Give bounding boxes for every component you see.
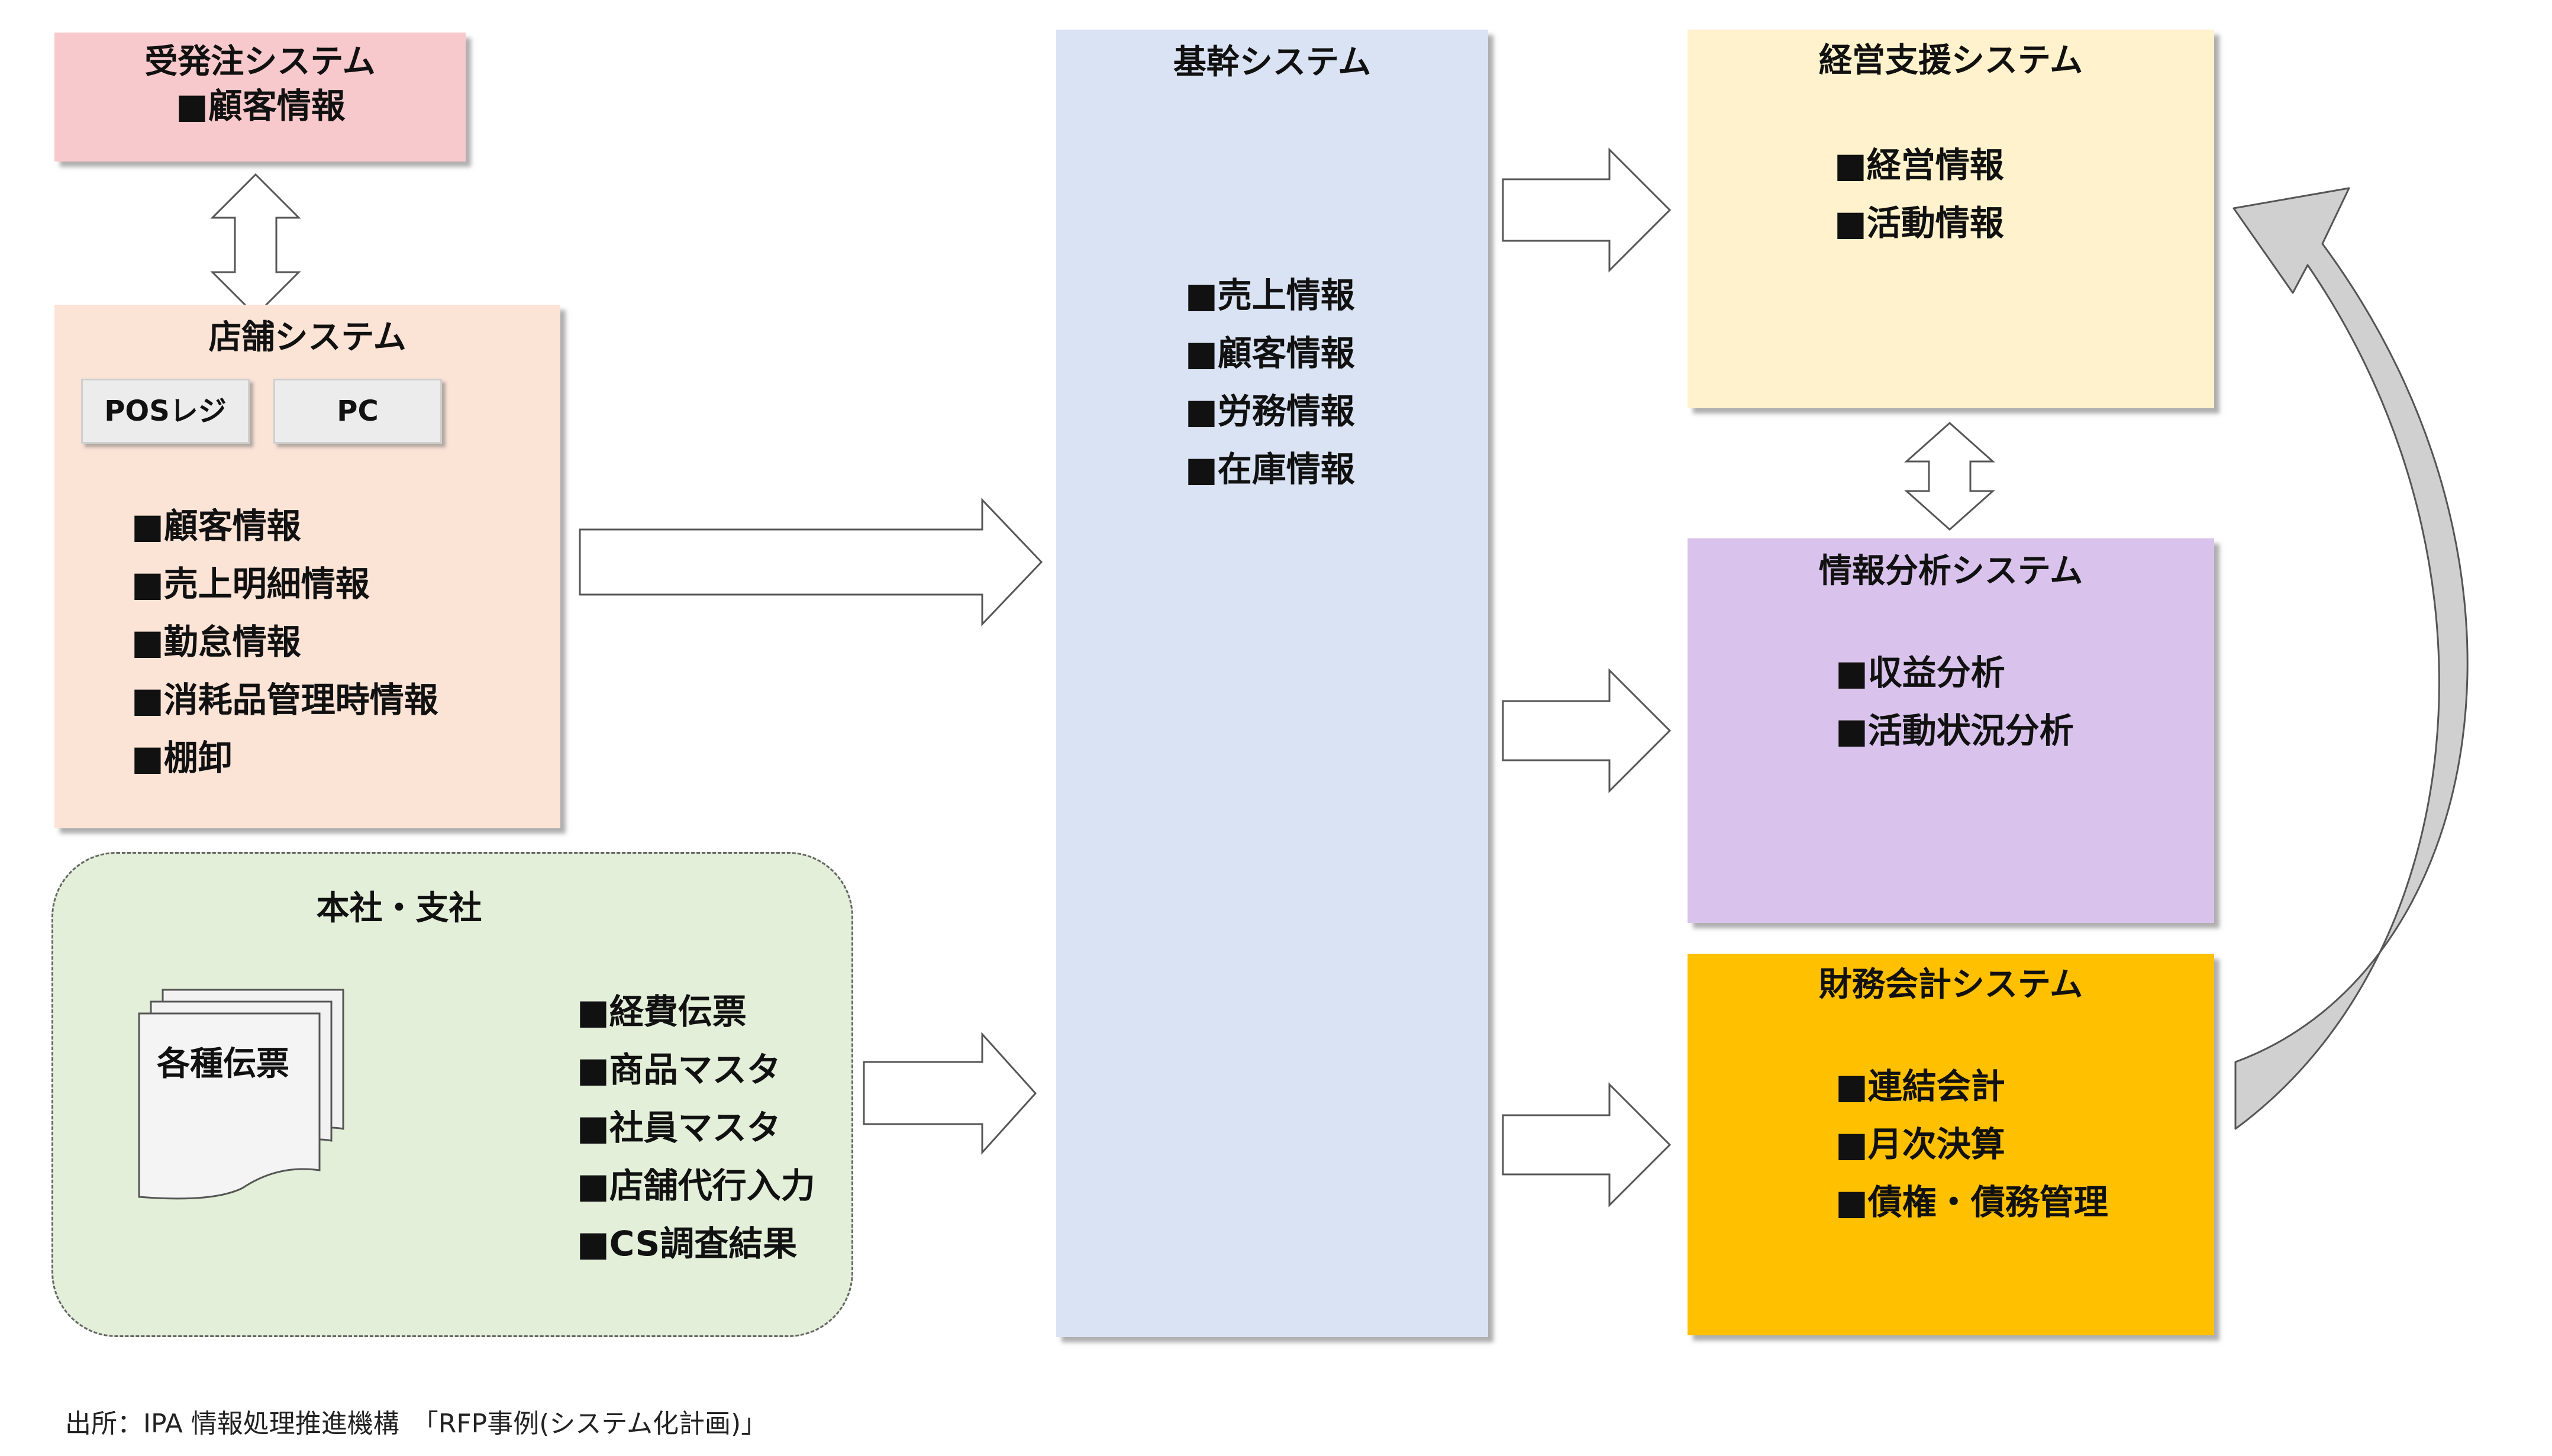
list-item: ■消耗品管理時情報 [131,680,438,720]
list-item: ■労務情報 [1185,391,1355,431]
list-item: ■債権・債務管理 [1835,1182,2108,1222]
double-arrow-juhacchu-tenpo [210,173,301,317]
zaimu-items: ■連結会計 ■月次決算 ■債権・債務管理 [1835,1057,2108,1231]
honsha-title: 本社・支社 [316,889,482,928]
kikan-system-box: 基幹システム ■売上情報 ■顧客情報 ■労務情報 ■在庫情報 [1056,30,1488,1337]
list-item: ■顧客情報 [176,86,346,126]
honsha-box: 本社・支社 各種伝票 ■経費伝票 ■商品マスタ ■社員マスタ ■店舗代行入力 ■… [51,852,853,1337]
list-item: ■経費伝票 [577,992,747,1032]
pc-box: PC [273,379,442,444]
bunseki-items: ■収益分析 ■活動状況分析 [1835,644,2074,760]
document-stack-icon [138,989,344,1200]
honsha-items: ■経費伝票 ■商品マスタ ■社員マスタ ■店舗代行入力 ■CS調査結果 [577,983,815,1273]
juhacchu-title: 受発注システム [144,43,376,81]
juhacchu-system-box: 受発注システム ■顧客情報 [54,33,466,162]
bunseki-title: 情報分析システム [1818,552,2083,590]
list-item: ■経営情報 [1834,145,2004,185]
arrow-kikan-zaimu [1502,1082,1672,1208]
list-item: ■売上明細情報 [131,564,370,604]
keiei-items: ■経営情報 ■活動情報 [1834,136,2004,252]
list-item: ■CS調査結果 [577,1223,798,1264]
list-item: ■収益分析 [1835,653,2005,693]
list-item: ■在庫情報 [1185,449,1355,489]
list-item: ■顧客情報 [131,506,301,546]
keiei-title: 経営支援システム [1818,41,2083,80]
tenpo-system-box: 店舗システム POSレジ PC ■顧客情報 ■売上明細情報 ■勤怠情報 ■消耗品… [54,305,560,828]
zaimu-title: 財務会計システム [1818,966,2083,1004]
source-caption: 出所：IPA 情報処理推進機構 「RFP事例(システム化計画)」 [65,1409,767,1439]
tenpo-title: 店舗システム [208,318,406,357]
curved-arrow-zaimu-keiei [2232,187,2469,1130]
list-item: ■勤怠情報 [131,622,301,662]
list-item: ■顧客情報 [1185,333,1355,373]
bunseki-system-box: 情報分析システム ■収益分析 ■活動状況分析 [1688,538,2214,923]
kikan-title: 基幹システム [1173,43,1372,82]
list-item: ■活動状況分析 [1835,711,2074,751]
tenpo-items: ■顧客情報 ■売上明細情報 ■勤怠情報 ■消耗品管理時情報 ■棚卸 [131,497,438,787]
list-item: ■月次決算 [1835,1124,2005,1164]
arrow-honsha-kikan [863,1032,1037,1155]
arrow-tenpo-kikan [579,498,1043,627]
arrow-kikan-bunseki [1502,668,1672,793]
arrow-kikan-keiei [1502,147,1672,273]
keiei-system-box: 経営支援システム ■経営情報 ■活動情報 [1688,30,2214,408]
doc-stack-label: 各種伝票 [157,1045,289,1083]
list-item: ■社員マスタ [577,1108,781,1148]
kikan-items: ■売上情報 ■顧客情報 ■労務情報 ■在庫情報 [1185,266,1355,498]
list-item: ■棚卸 [131,738,233,778]
list-item: ■連結会計 [1835,1066,2005,1106]
list-item: ■商品マスタ [577,1050,781,1090]
list-item: ■売上情報 [1185,275,1355,315]
list-item: ■活動情報 [1834,203,2004,243]
juhacchu-items: ■顧客情報 [176,77,346,135]
list-item: ■店舗代行入力 [577,1166,815,1206]
pos-register-box: POSレジ [81,379,250,444]
zaimu-system-box: 財務会計システム ■連結会計 ■月次決算 ■債権・債務管理 [1688,954,2214,1335]
double-arrow-keiei-bunseki [1904,421,1995,531]
